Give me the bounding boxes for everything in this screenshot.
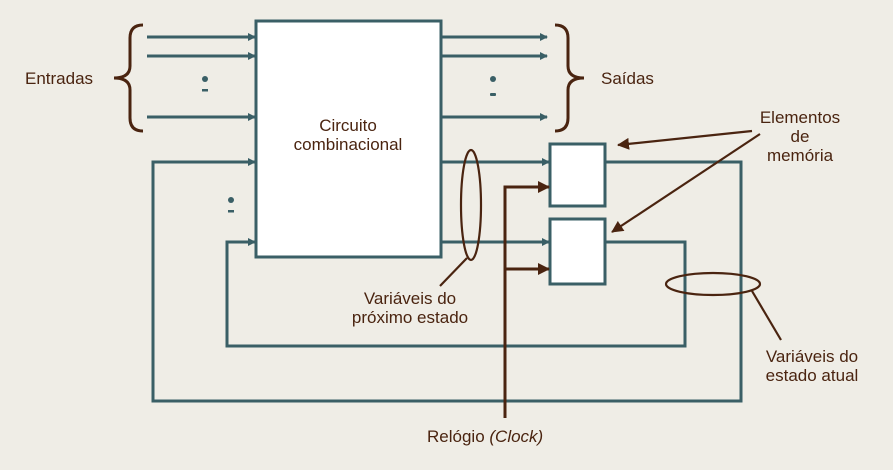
combinational-circuit-block [254,19,443,259]
ellipsis-dots-icon [202,76,496,213]
feedback-loop-1 [151,158,743,403]
outputs-label: Saídas [601,69,654,88]
output-arrows [441,33,548,121]
input-arrows [147,33,256,121]
memory-element-1 [548,142,607,208]
memory-element-2 [548,217,607,286]
memory-label-3: memória [767,146,834,165]
outputs-brace [554,23,585,133]
feedback-loop-2 [225,238,687,348]
current-state-ellipse [664,271,762,297]
memory-pointer-1 [617,129,753,150]
next-state-label-2: próximo estado [352,308,468,327]
memory-label-2: de [791,127,810,146]
current-state-label-2: estado atual [766,366,859,385]
inputs-label: Entradas [25,69,93,88]
next-state-pointer [439,257,468,287]
memory-label-1: Elementos [760,108,840,127]
next-state-label-1: Variáveis do [364,289,456,308]
clock-label: Relógio (Clock) [427,427,543,446]
memory-pointer-2 [611,133,761,233]
circuit-label-2: combinacional [294,135,403,154]
current-state-pointer [751,290,782,341]
inputs-brace [113,23,144,133]
current-state-label-1: Variáveis do [766,347,858,366]
next-state-ellipse [459,148,483,262]
circuit-label-1: Circuito [319,116,377,135]
clock-lines [503,181,550,418]
clock-label-pt: Relógio [427,427,485,446]
clock-label-en: (Clock) [489,427,543,446]
